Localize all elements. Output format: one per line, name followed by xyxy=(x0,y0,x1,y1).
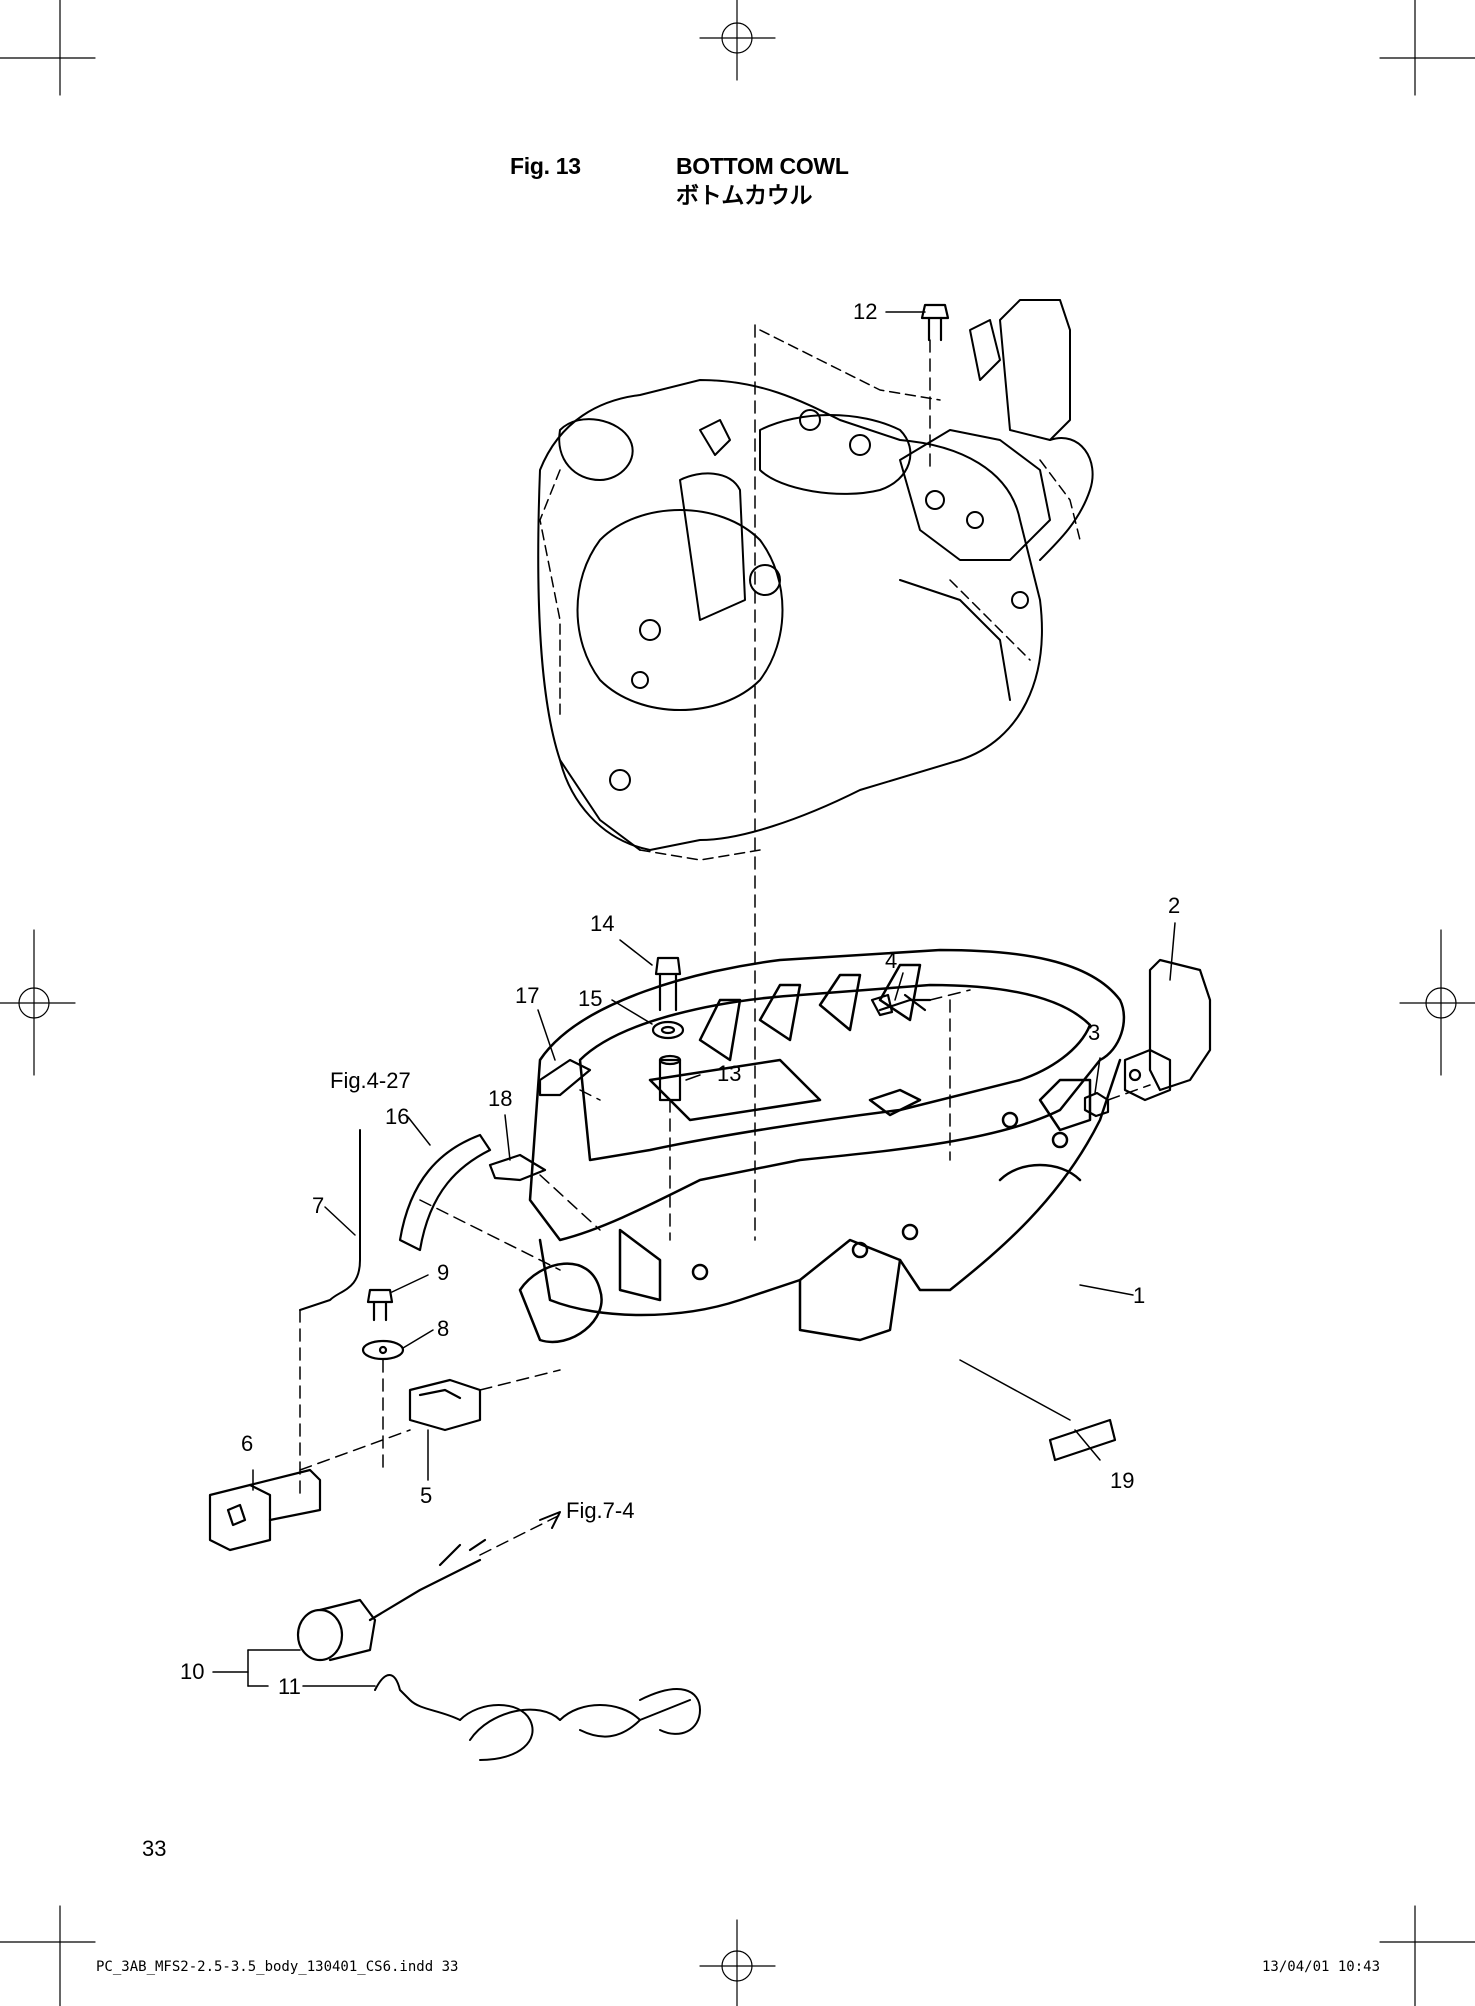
callout-17: 17 xyxy=(515,983,540,1008)
part-cable-7 xyxy=(299,1129,361,1311)
callout-3: 3 xyxy=(1088,1020,1101,1045)
part-seal-16 xyxy=(398,1133,492,1252)
part-bolt-4 xyxy=(870,993,932,1017)
callout-14: 14 xyxy=(590,911,615,936)
callout-11: 11 xyxy=(278,1674,301,1699)
callout-1: 1 xyxy=(1133,1283,1146,1308)
callout-15: 15 xyxy=(578,986,603,1011)
part-bolt-14 xyxy=(654,956,682,1012)
callout-9: 9 xyxy=(437,1260,450,1285)
callout-12: 12 xyxy=(853,299,878,324)
callout-16: 16 xyxy=(385,1104,410,1129)
part-pad-18 xyxy=(488,1153,547,1182)
part-pad-17 xyxy=(538,1058,592,1097)
part-bolt-12 xyxy=(920,303,950,342)
part-screw-9 xyxy=(366,1288,394,1322)
reference-fig-7-4: Fig.7-4 xyxy=(566,1498,635,1523)
part-grommet xyxy=(1083,1091,1110,1118)
part-washer-8 xyxy=(361,1339,405,1361)
part-grommet-5 xyxy=(408,1378,482,1432)
part-cover xyxy=(1123,958,1212,1102)
powerhead-hidden-lines xyxy=(539,329,1081,861)
part-switch-6 xyxy=(208,1468,322,1552)
page-number: 33 xyxy=(142,1836,167,1861)
part-stop-switch-10 xyxy=(296,1538,487,1662)
figure-number: Fig. 13 xyxy=(510,153,581,179)
slug-timestamp: 13/04/01 10:43 xyxy=(1262,1959,1381,1975)
arrow-to-fig-7-4 xyxy=(539,1511,561,1529)
assembly-lines xyxy=(299,324,1151,1556)
callout-6: 6 xyxy=(241,1431,254,1456)
figure-title: BOTTOM COWL xyxy=(676,153,849,179)
callout-4: 4 xyxy=(885,948,898,973)
callout-5: 5 xyxy=(420,1483,433,1508)
callout-8: 8 xyxy=(437,1316,450,1341)
callout-7: 7 xyxy=(312,1193,325,1218)
part-plate-19 xyxy=(1048,1418,1117,1462)
part-lanyard-11 xyxy=(374,1674,701,1761)
callout-13: 13 xyxy=(717,1061,742,1086)
callout-19: 19 xyxy=(1110,1468,1135,1493)
leader-lines xyxy=(212,311,1176,1687)
figure-title-japanese: ボトムカウル xyxy=(676,182,813,208)
callout-2: 2 xyxy=(1168,893,1181,918)
bottom-cowl xyxy=(518,948,1126,1344)
callout-10: 10 xyxy=(180,1659,205,1684)
callout-18: 18 xyxy=(488,1086,513,1111)
part-washer-15 xyxy=(651,1020,685,1040)
slug-filename: PC_3AB_MFS2-2.5-3.5_body_130401_CS6.indd… xyxy=(96,1959,459,1975)
reference-fig-4-27: Fig.4-27 xyxy=(330,1068,411,1093)
powerhead-assembly xyxy=(537,299,1094,851)
part-collar-13 xyxy=(658,1054,682,1102)
